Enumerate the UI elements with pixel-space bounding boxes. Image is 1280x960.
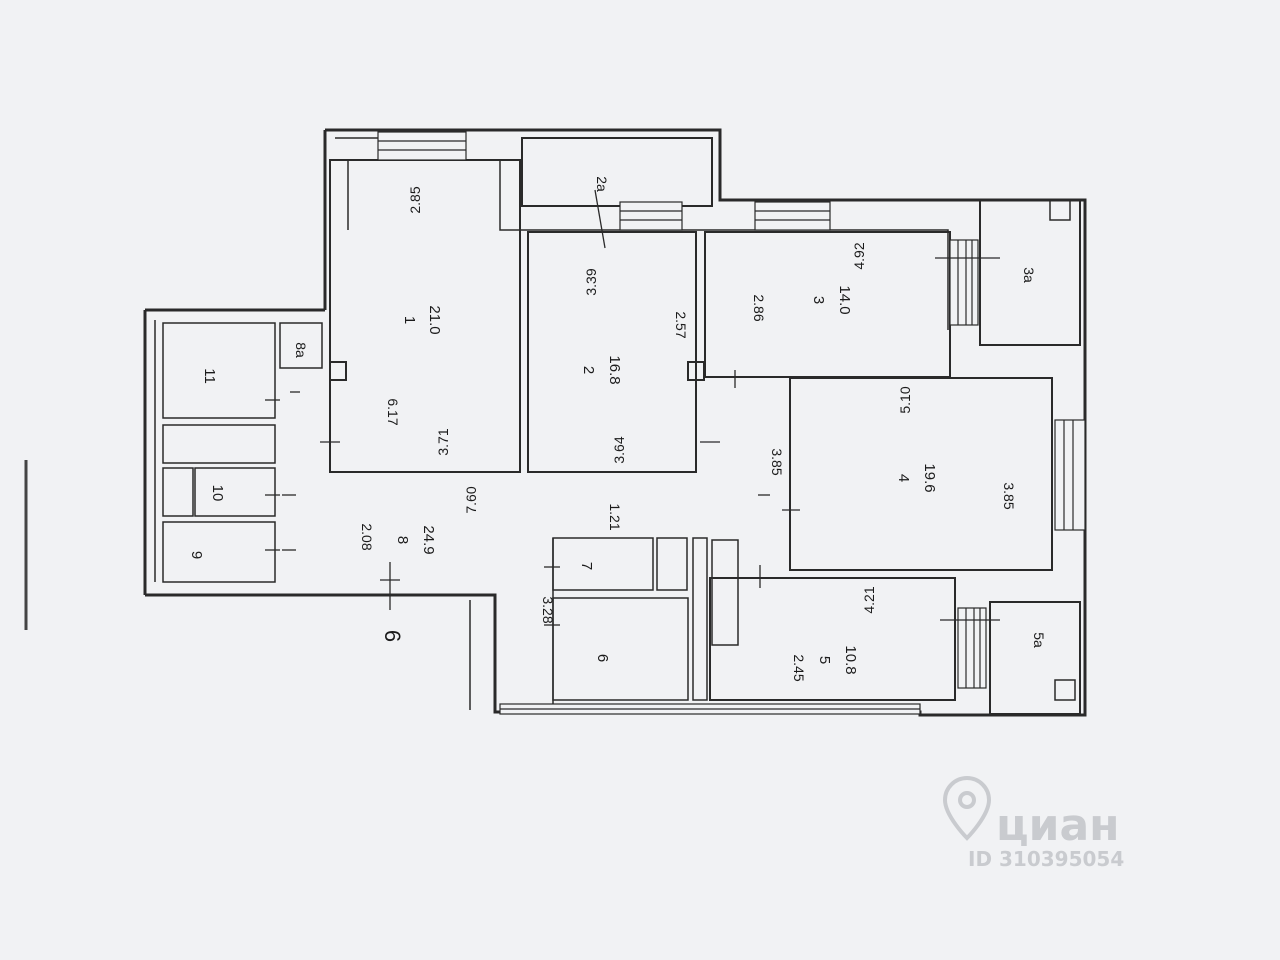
watermark-id: ID 310395054 [968,847,1124,871]
room-number: 5a [1031,632,1047,648]
room-area: 24.9 [420,525,437,554]
section-mark: 6 [380,630,405,642]
dimension: 2.57 [673,311,689,338]
room-number: 3a [1021,267,1037,283]
room-area: 16.8 [606,355,623,384]
room-area: 21.0 [426,305,443,334]
dimension: 2.45 [791,654,807,681]
room-number: 6 [594,654,611,662]
room-area: 14.0 [836,285,853,314]
dimension: 3.39 [583,268,599,295]
dimension: 3.28 [540,596,556,623]
dimension: 4.21 [861,586,877,613]
room-number: 11 [201,368,218,384]
dimension: 2.85 [407,186,423,213]
dimension: 5.10 [897,386,913,413]
room-number: 2 [580,366,597,374]
dimension: 3.64 [611,436,627,463]
room-number: 10 [209,485,226,502]
room-number: 1 [401,316,418,324]
dimension: 3.85 [1001,482,1017,509]
dimension: 2.86 [751,294,767,321]
room-area: 19.6 [921,463,938,492]
room-number: 3 [810,296,827,304]
room-area: 10.8 [842,645,859,674]
dimension: 6.17 [385,398,401,425]
dimension: 7.60 [463,486,479,513]
dimension: 3.71 [435,428,451,455]
room-number: 4 [895,474,912,482]
room-number: 8 [394,536,411,544]
room-number: 2a [594,176,610,192]
dimension: 1.21 [607,503,623,530]
dimension: 3.85 [769,448,785,475]
cian-watermark: циан ID 310395054 [942,775,1124,871]
room-number: 5 [816,656,833,664]
dimension: 2.08 [359,523,375,550]
dimension-labels: 2.85 6.17 3.71 3.39 2.57 3.64 2.86 4.92 … [359,186,1017,682]
room-number: 7 [578,562,595,570]
dimension: 4.92 [851,242,867,269]
room-number: 9 [188,551,205,559]
windows [377,131,1086,715]
location-pin-icon [942,775,992,841]
room-number: 8a [293,342,309,358]
door-ticks [265,189,1000,626]
room-labels: 1 21.0 2 16.8 3 14.0 4 19.6 5 10.8 8 24.… [188,176,1047,674]
watermark-brand: циан [996,800,1120,851]
